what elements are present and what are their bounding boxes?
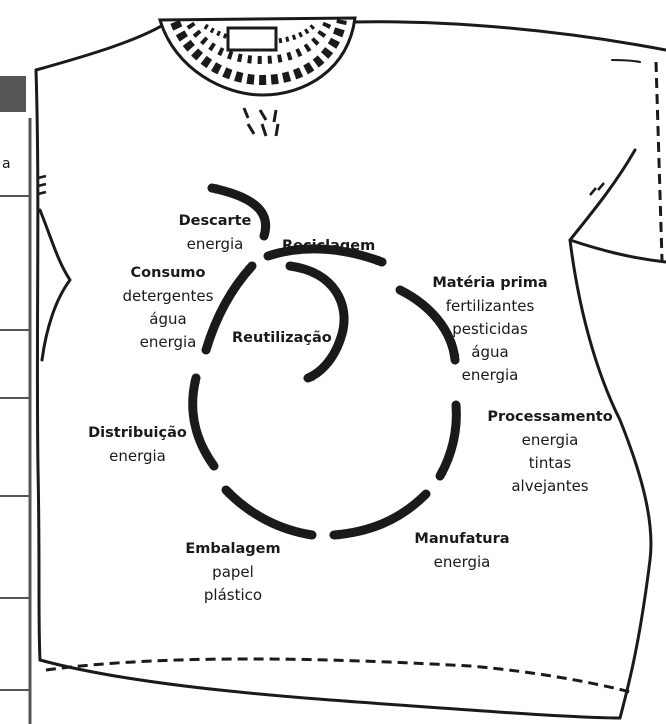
stage-materia-prima-item: energia (461, 366, 519, 384)
stage-manufatura: Manufatura energia (392, 528, 532, 574)
stage-materia-prima-item: pesticidas (452, 320, 528, 338)
stage-processamento-item: energia (521, 431, 579, 449)
stage-embalagem-title: Embalagem (185, 541, 281, 557)
collar-pattern (157, 16, 357, 137)
shirt-outline (34, 20, 666, 720)
stage-processamento-title: Processamento (487, 409, 613, 425)
stage-descarte-item: energia (186, 235, 244, 253)
stage-consumo-item: energia (139, 333, 197, 351)
arrow-discard (207, 183, 271, 241)
arrow-to-processamento (395, 285, 460, 365)
arrow-to-distribuicao (221, 485, 317, 540)
hatch-marks (37, 174, 605, 196)
stage-materia-prima-item: água (471, 343, 509, 361)
arrow-to-embalagem (329, 489, 431, 540)
sidebar-header-bar (0, 76, 26, 112)
stage-distribuicao-title: Distribuição (88, 425, 187, 441)
stage-embalagem-item: plástico (203, 586, 263, 604)
stage-embalagem-item: papel (212, 563, 254, 581)
stage-processamento: Processamento energia tintas alvejantes (470, 406, 630, 498)
arrow-to-discard-junction (201, 261, 257, 355)
arrow-to-manufatura (435, 400, 461, 481)
recycle-label: Reciclagem (282, 238, 376, 254)
stage-consumo: Consumo detergentes água energia (112, 262, 224, 354)
left-sidebar (0, 76, 32, 724)
stage-materia-prima-title: Matéria prima (432, 275, 548, 291)
stage-manufatura-item: energia (433, 553, 491, 571)
stage-distribuicao-item: energia (109, 447, 166, 465)
stage-descarte: Descarte energia (160, 210, 270, 256)
stage-embalagem: Embalagem papel plástico (168, 538, 298, 607)
cycle-arrows (188, 183, 461, 540)
stage-descarte-title: Descarte (178, 213, 252, 229)
shirt-stitching (45, 61, 664, 694)
arrow-to-consumo (188, 373, 219, 471)
sidebar-text-fragment: a (2, 156, 11, 172)
arrow-reuse (285, 261, 349, 383)
stage-manufatura-title: Manufatura (414, 531, 510, 547)
stage-consumo-item: água (149, 310, 187, 328)
stage-consumo-title: Consumo (130, 265, 206, 281)
stage-materia-prima-item: fertilizantes (445, 297, 535, 315)
arrow-recycle (263, 244, 387, 267)
stage-materia-prima: Matéria prima fertilizantes pesticidas á… (410, 272, 570, 387)
stage-consumo-item: detergentes (122, 287, 214, 305)
stage-processamento-item: alvejantes (511, 477, 589, 495)
stage-processamento-item: tintas (528, 454, 572, 472)
reuse-label: Reutilização (232, 330, 332, 346)
stage-distribuicao: Distribuição energia (70, 422, 205, 468)
